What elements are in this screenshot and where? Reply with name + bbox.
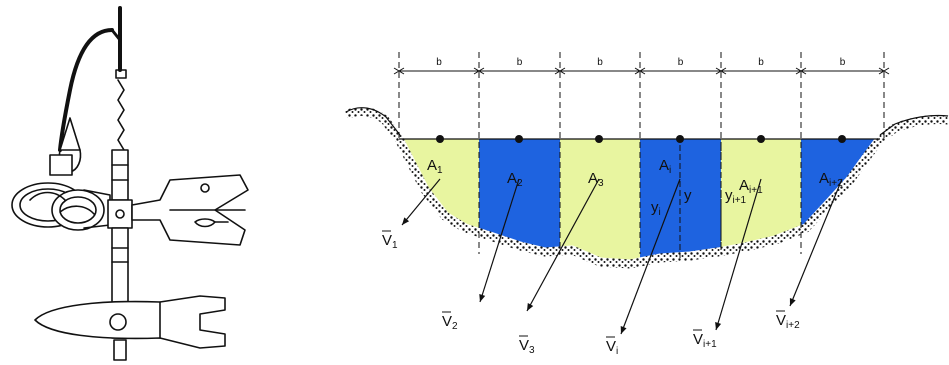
svg-text:Vi+1: Vi+1 <box>693 331 717 350</box>
area-label: A2 <box>507 170 523 189</box>
section-fill <box>721 139 801 264</box>
measurement-point <box>676 135 684 143</box>
velocity-arrowhead <box>527 303 534 311</box>
velocity-arrow <box>715 178 762 331</box>
measurement-point <box>515 135 523 143</box>
svg-text:V1: V1 <box>382 232 398 251</box>
svg-text:Vi: Vi <box>606 338 618 357</box>
velocity-label: V1 <box>382 230 398 251</box>
measurement-point <box>757 135 765 143</box>
svg-text:Vi+2: Vi+2 <box>776 312 800 331</box>
measurement-point <box>436 135 444 143</box>
velocity-arrow <box>789 178 843 307</box>
area-label: Ai <box>659 157 671 176</box>
width-label: b <box>678 57 684 68</box>
depth-label: yi <box>651 199 661 218</box>
section-fill <box>479 139 560 264</box>
velocity-arrow <box>620 178 681 335</box>
measurement-point <box>595 135 603 143</box>
velocity-arrow <box>479 178 520 303</box>
velocity-arrowhead <box>789 298 796 306</box>
area-label: Ai+2 <box>819 170 843 189</box>
width-tick <box>393 67 405 75</box>
width-tick <box>634 67 646 75</box>
velocity-arrow <box>401 178 441 226</box>
velocity-label: V2 <box>442 311 458 332</box>
velocity-arrowhead <box>715 322 722 330</box>
width-tick <box>554 67 566 75</box>
river-bed <box>343 106 949 269</box>
svg-text:V3: V3 <box>519 337 535 356</box>
velocity-label: Vi+1 <box>693 329 717 350</box>
width-label: b <box>840 57 846 68</box>
svg-text:V2: V2 <box>442 313 458 332</box>
measurement-point <box>838 135 846 143</box>
velocity-label: Vi <box>606 336 618 357</box>
width-tick <box>878 67 890 75</box>
width-label: b <box>597 57 603 68</box>
section-fill <box>801 139 880 264</box>
width-tick <box>715 67 727 75</box>
depth-label: yi+1 <box>725 187 747 206</box>
velocity-arrowhead <box>402 217 410 225</box>
velocity-arrowhead <box>479 294 486 302</box>
width-tick <box>473 67 485 75</box>
velocity-arrow <box>526 178 600 312</box>
area-label: A3 <box>588 170 604 189</box>
velocity-arrowhead <box>620 326 627 334</box>
velocity-label: Vi+2 <box>776 310 800 331</box>
bed-symbol-label: y <box>684 187 692 204</box>
area-label: A1 <box>427 157 443 176</box>
width-label: b <box>436 57 442 68</box>
area-label: Ai+1 <box>739 177 763 196</box>
current-meter-illustration <box>11 6 249 361</box>
width-label: b <box>758 57 764 68</box>
velocity-label: V3 <box>519 335 535 356</box>
width-tick <box>795 67 807 75</box>
width-label: b <box>517 57 523 68</box>
section-fill <box>560 139 640 264</box>
